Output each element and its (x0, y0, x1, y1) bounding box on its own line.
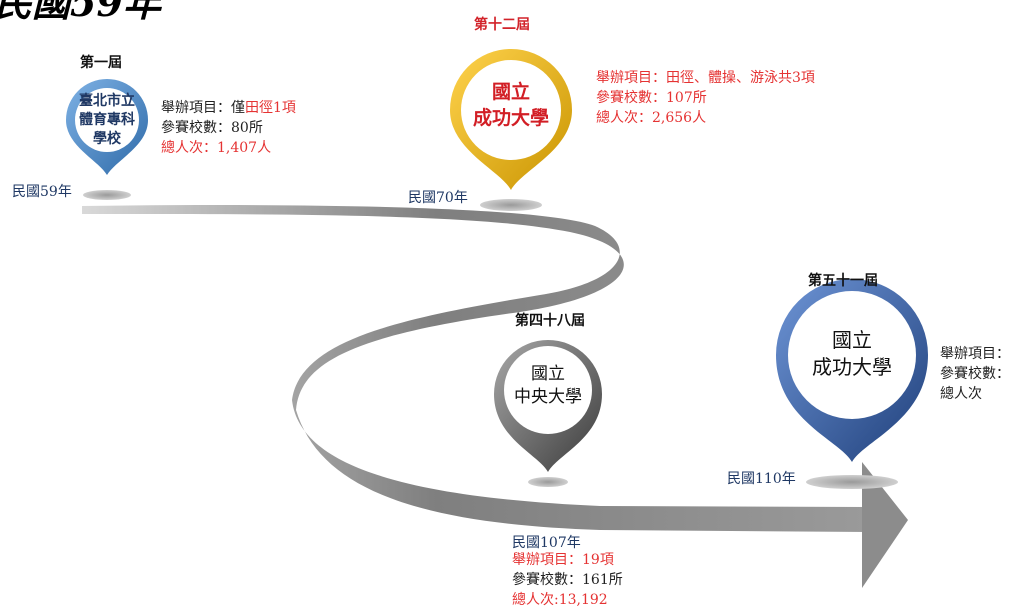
year-label: 民國107年 (512, 535, 581, 551)
participants-row: 總人次:13,192 (512, 590, 623, 610)
location-pin-icon (66, 79, 148, 175)
location-pin-icon (494, 340, 602, 472)
events-prefix: 僅 (231, 100, 245, 116)
schools-value: 107所 (666, 90, 707, 106)
schools-row: 參賽校數：161所 (512, 570, 623, 590)
venue-label: 國立 成功大學 (797, 327, 907, 381)
milestone-stats: 舉辦項目： 參賽校數： 總人次 (940, 344, 1010, 404)
venue-line: 學校 (93, 130, 121, 147)
pin-base-disc (480, 199, 542, 211)
year-label: 民國70年 (408, 190, 468, 206)
ribbon-arrowhead (862, 462, 908, 588)
pin-base-disc (83, 190, 131, 200)
schools-label: 參賽校數： (161, 120, 231, 136)
events-label: 舉辦項目： (512, 552, 582, 568)
participants-value: 2,656人 (652, 110, 707, 126)
timeline-ribbon (82, 205, 908, 588)
venue-line: 國立 (491, 81, 530, 103)
participants-value: 1,407人 (217, 140, 272, 156)
location-pin-icon (450, 48, 572, 190)
venue-line: 中央大學 (514, 386, 582, 407)
events-row: 舉辦項目：田徑、體操、游泳共3項 (596, 68, 815, 88)
venue-line: 臺北市立 (79, 93, 135, 109)
venue-line: 成功大學 (472, 106, 549, 129)
year-label: 民國110年 (727, 471, 796, 487)
schools-label: 參賽校數： (512, 572, 582, 588)
schools-row: 參賽校數： (940, 364, 1010, 384)
events-row: 舉辦項目：僅田徑1項 (161, 98, 296, 118)
schools-row: 參賽校數：107所 (596, 88, 815, 108)
page-heading-fragment: 民國59年 (0, 0, 161, 25)
edition-label: 第四十八屆 (515, 313, 585, 329)
milestone-stats: 舉辦項目：田徑、體操、游泳共3項 參賽校數：107所 總人次：2,656人 (596, 68, 815, 128)
events-row: 舉辦項目： (940, 344, 1010, 364)
participants-row: 總人次：2,656人 (596, 108, 815, 128)
schools-value: 80所 (231, 120, 263, 136)
venue-line: 成功大學 (812, 355, 892, 379)
schools-label: 參賽校數： (940, 366, 1010, 382)
edition-label: 第五十一屆 (808, 273, 878, 289)
events-label: 舉辦項目： (596, 70, 666, 86)
events-value: 19項 (582, 552, 614, 568)
edition-label: 第一屆 (80, 55, 122, 71)
pin-base-disc (528, 477, 568, 487)
venue-line: 國立 (832, 328, 872, 352)
schools-label: 參賽校數： (596, 90, 666, 106)
venue-line: 體育專科 (79, 111, 135, 128)
milestone-stats: 舉辦項目：僅田徑1項 參賽校數：80所 總人次：1,407人 (161, 98, 296, 158)
participants-row: 總人次 (940, 384, 1010, 404)
venue-line: 國立 (531, 364, 565, 384)
events-row: 舉辦項目：19項 (512, 550, 623, 570)
venue-label: 國立 中央大學 (508, 363, 588, 409)
schools-row: 參賽校數：80所 (161, 118, 296, 138)
location-pin-icon (776, 279, 928, 462)
venue-label: 臺北市立 體育專科 學校 (72, 92, 142, 149)
events-value: 田徑、體操、游泳共3項 (666, 70, 815, 86)
pin-base-disc (806, 475, 898, 489)
participants-label: 總人次： (596, 110, 652, 126)
schools-value: 161所 (582, 572, 623, 588)
participants-value: 13,192 (558, 592, 608, 608)
events-label: 舉辦項目： (161, 100, 231, 116)
edition-label: 第十二屆 (474, 17, 530, 33)
events-label: 舉辦項目： (940, 346, 1010, 362)
participants-label: 總人次: (512, 592, 559, 608)
participants-row: 總人次：1,407人 (161, 138, 296, 158)
participants-label: 總人次 (940, 386, 982, 402)
events-value: 田徑1項 (245, 100, 296, 116)
venue-label: 國立 成功大學 (461, 80, 561, 131)
participants-label: 總人次： (161, 140, 217, 156)
milestone-stats: 舉辦項目：19項 參賽校數：161所 總人次:13,192 (512, 550, 623, 610)
year-label: 民國59年 (12, 184, 72, 200)
